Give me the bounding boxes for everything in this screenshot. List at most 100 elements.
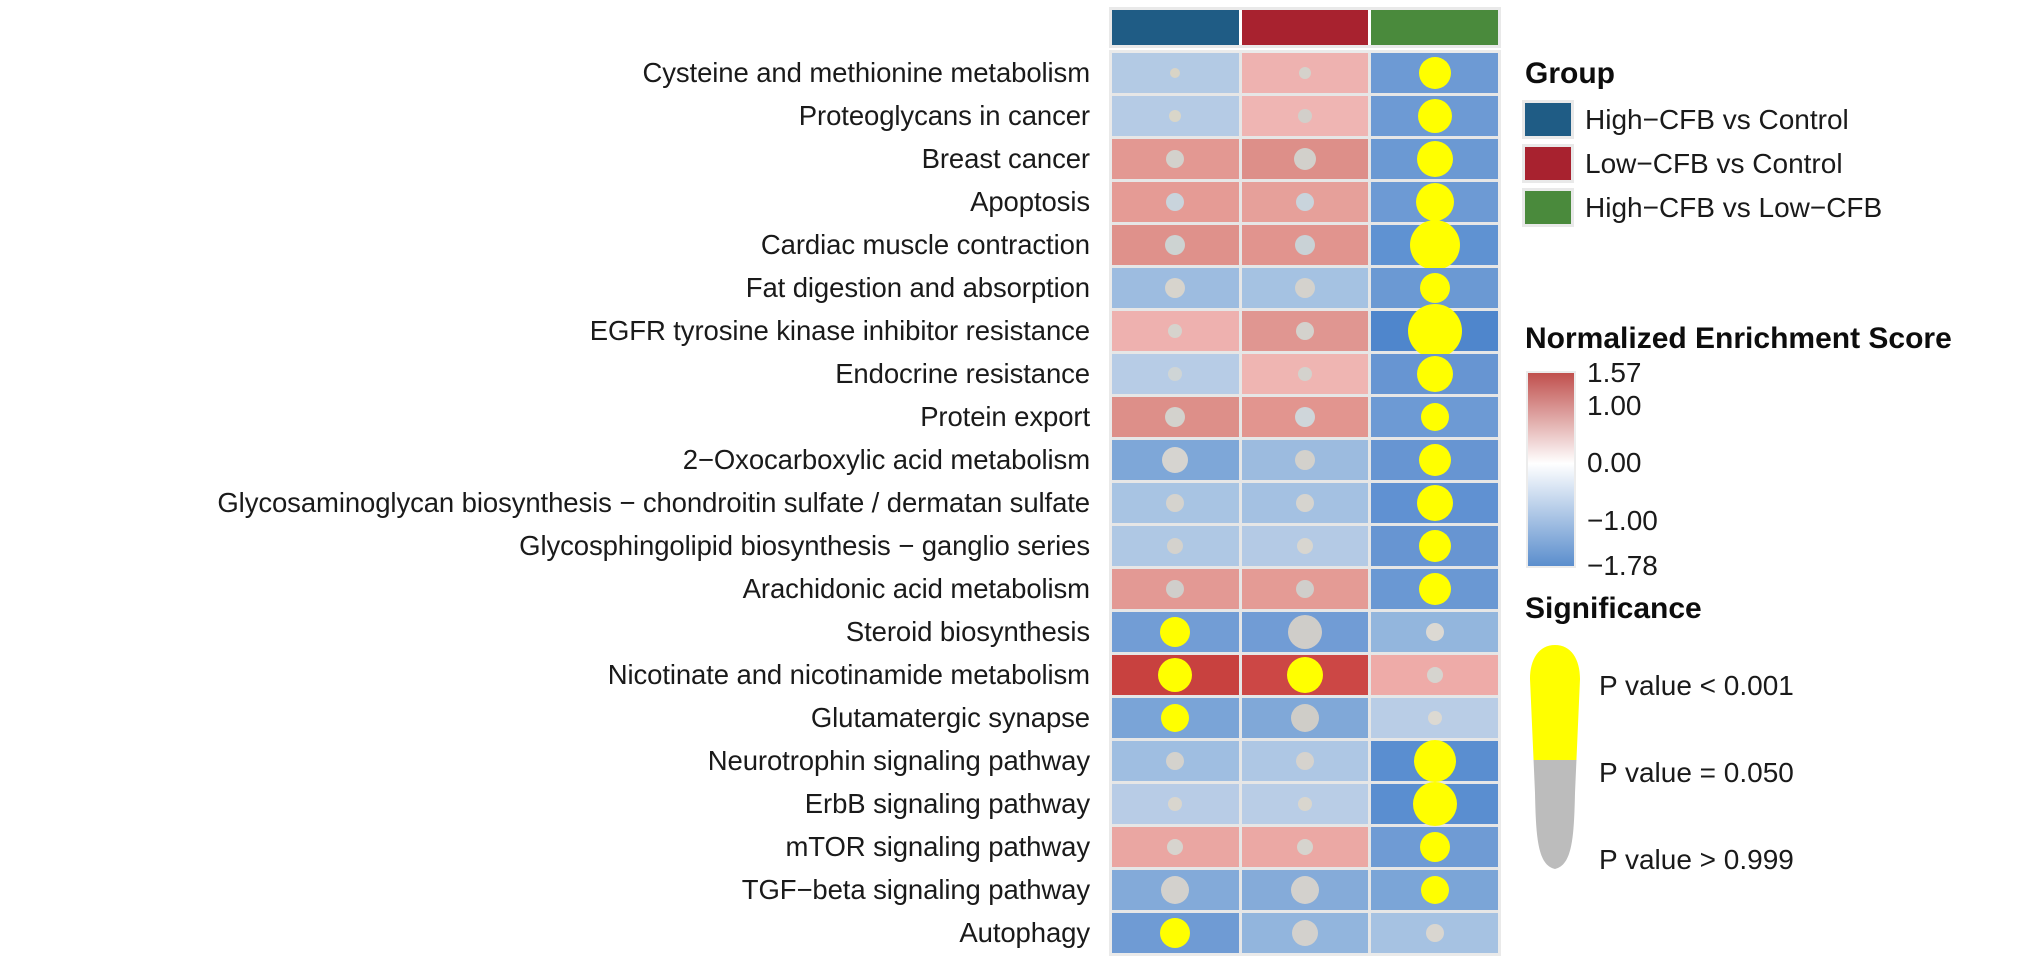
heatmap-row <box>1112 740 1499 782</box>
significance-dot <box>1167 538 1184 554</box>
heatmap-row <box>1112 569 1499 609</box>
significance-dot <box>1420 876 1449 904</box>
heatmap-cell[interactable] <box>1371 655 1499 695</box>
heatmap-cell[interactable] <box>1112 870 1239 910</box>
heatmap-cell[interactable] <box>1241 268 1369 308</box>
heatmap-cell[interactable] <box>1241 225 1369 265</box>
group-legend-item[interactable]: High−CFB vs Low−CFB <box>1525 191 1882 224</box>
heatmap-cell[interactable] <box>1112 526 1239 566</box>
heatmap-cell[interactable] <box>1241 655 1369 695</box>
significance-dot <box>1291 704 1319 732</box>
heatmap-row <box>1112 304 1499 358</box>
heatmap-cell[interactable] <box>1241 311 1369 351</box>
heatmap-cell[interactable] <box>1241 741 1369 781</box>
heatmap-cell[interactable] <box>1371 96 1499 136</box>
heatmap-cell[interactable] <box>1371 139 1499 179</box>
group-legend-swatch <box>1525 147 1571 180</box>
heatmap-cell[interactable] <box>1241 483 1369 523</box>
row-label: Fat digestion and absorption <box>745 272 1090 303</box>
heatmap-cell[interactable] <box>1371 526 1499 566</box>
heatmap-cell[interactable] <box>1112 225 1239 265</box>
heatmap-cell[interactable] <box>1112 53 1239 93</box>
heatmap-cell[interactable] <box>1371 354 1499 394</box>
heatmap-cell[interactable] <box>1371 182 1499 222</box>
heatmap-cell[interactable] <box>1241 827 1369 867</box>
heatmap-cell[interactable] <box>1241 354 1369 394</box>
significance-dot <box>1417 99 1452 133</box>
heatmap-cell[interactable] <box>1241 139 1369 179</box>
heatmap-cell[interactable] <box>1112 96 1239 136</box>
group-legend-item[interactable]: High−CFB vs Control <box>1525 103 1849 136</box>
significance-dot <box>1425 623 1444 641</box>
heatmap-cell[interactable] <box>1241 397 1369 437</box>
significance-dot <box>1165 235 1186 255</box>
heatmap-row <box>1112 268 1499 308</box>
heatmap-cell[interactable] <box>1112 698 1239 738</box>
heatmap-cell[interactable] <box>1241 526 1369 566</box>
heatmap-cell[interactable] <box>1241 913 1369 953</box>
heatmap-cell[interactable] <box>1112 655 1239 695</box>
significance-dot <box>1296 322 1314 340</box>
heatmap-cell[interactable] <box>1371 304 1499 358</box>
heatmap-cell[interactable] <box>1112 440 1239 480</box>
heatmap-row <box>1112 53 1499 93</box>
heatmap-cell[interactable] <box>1371 220 1499 270</box>
heatmap-cell[interactable] <box>1241 569 1369 609</box>
significance-dot <box>1296 752 1314 770</box>
group-legend-label: Low−CFB vs Control <box>1585 147 1843 179</box>
heatmap-cell[interactable] <box>1112 268 1239 308</box>
heatmap-cell[interactable] <box>1112 612 1239 652</box>
heatmap-cell[interactable] <box>1371 397 1499 437</box>
heatmap-cell[interactable] <box>1371 698 1499 738</box>
heatmap-cell[interactable] <box>1112 741 1239 781</box>
heatmap-cell[interactable] <box>1241 698 1369 738</box>
significance-dot <box>1298 797 1312 811</box>
heatmap-cell[interactable] <box>1371 268 1499 308</box>
group-legend-item[interactable]: Low−CFB vs Control <box>1525 147 1843 180</box>
row-label: Nicotinate and nicotinamide metabolism <box>607 659 1090 690</box>
heatmap-cell[interactable] <box>1371 569 1499 609</box>
significance-dot <box>1418 530 1451 562</box>
heatmap-cell[interactable] <box>1241 53 1369 93</box>
row-label: TGF−beta signaling pathway <box>741 874 1090 905</box>
row-label: Breast cancer <box>921 143 1090 174</box>
heatmap-cell[interactable] <box>1371 612 1499 652</box>
heatmap-cell[interactable] <box>1371 440 1499 480</box>
heatmap-cell[interactable] <box>1241 870 1369 910</box>
significance-dot <box>1418 57 1451 89</box>
heatmap-cell[interactable] <box>1112 354 1239 394</box>
heatmap-cell[interactable] <box>1241 96 1369 136</box>
heatmap-cell[interactable] <box>1112 397 1239 437</box>
heatmap-cell[interactable] <box>1371 913 1499 953</box>
heatmap-cell[interactable] <box>1112 182 1239 222</box>
significance-dot <box>1298 109 1312 123</box>
heatmap-cell[interactable] <box>1112 784 1239 824</box>
heatmap-cell[interactable] <box>1371 827 1499 867</box>
heatmap-cell[interactable] <box>1241 182 1369 222</box>
heatmap-cell[interactable] <box>1112 483 1239 523</box>
nes-colorbar <box>1528 373 1574 566</box>
row-label: Protein export <box>920 401 1090 432</box>
row-label: EGFR tyrosine kinase inhibitor resistanc… <box>589 315 1090 346</box>
significance-dot <box>1168 797 1183 811</box>
nes-tick-label: −1.00 <box>1587 505 1658 537</box>
significance-dot <box>1295 278 1315 298</box>
heatmap-cell[interactable] <box>1371 53 1499 93</box>
significance-dot <box>1425 924 1444 942</box>
group-header-cell <box>1112 10 1239 45</box>
heatmap-cell[interactable] <box>1241 612 1369 652</box>
heatmap-cell[interactable] <box>1241 784 1369 824</box>
heatmap-cell[interactable] <box>1112 913 1239 953</box>
heatmap-cell[interactable] <box>1112 139 1239 179</box>
heatmap-cell[interactable] <box>1371 870 1499 910</box>
row-label: Glycosphingolipid biosynthesis − ganglio… <box>519 530 1090 561</box>
heatmap-cell[interactable] <box>1371 483 1499 523</box>
nes-tick-label: −1.78 <box>1587 550 1658 581</box>
heatmap-cell[interactable] <box>1371 740 1499 782</box>
heatmap-cell[interactable] <box>1112 569 1239 609</box>
significance-dot <box>1161 704 1190 732</box>
heatmap-cell[interactable] <box>1112 311 1239 351</box>
heatmap-cell[interactable] <box>1371 782 1499 826</box>
heatmap-cell[interactable] <box>1112 827 1239 867</box>
heatmap-cell[interactable] <box>1241 440 1369 480</box>
